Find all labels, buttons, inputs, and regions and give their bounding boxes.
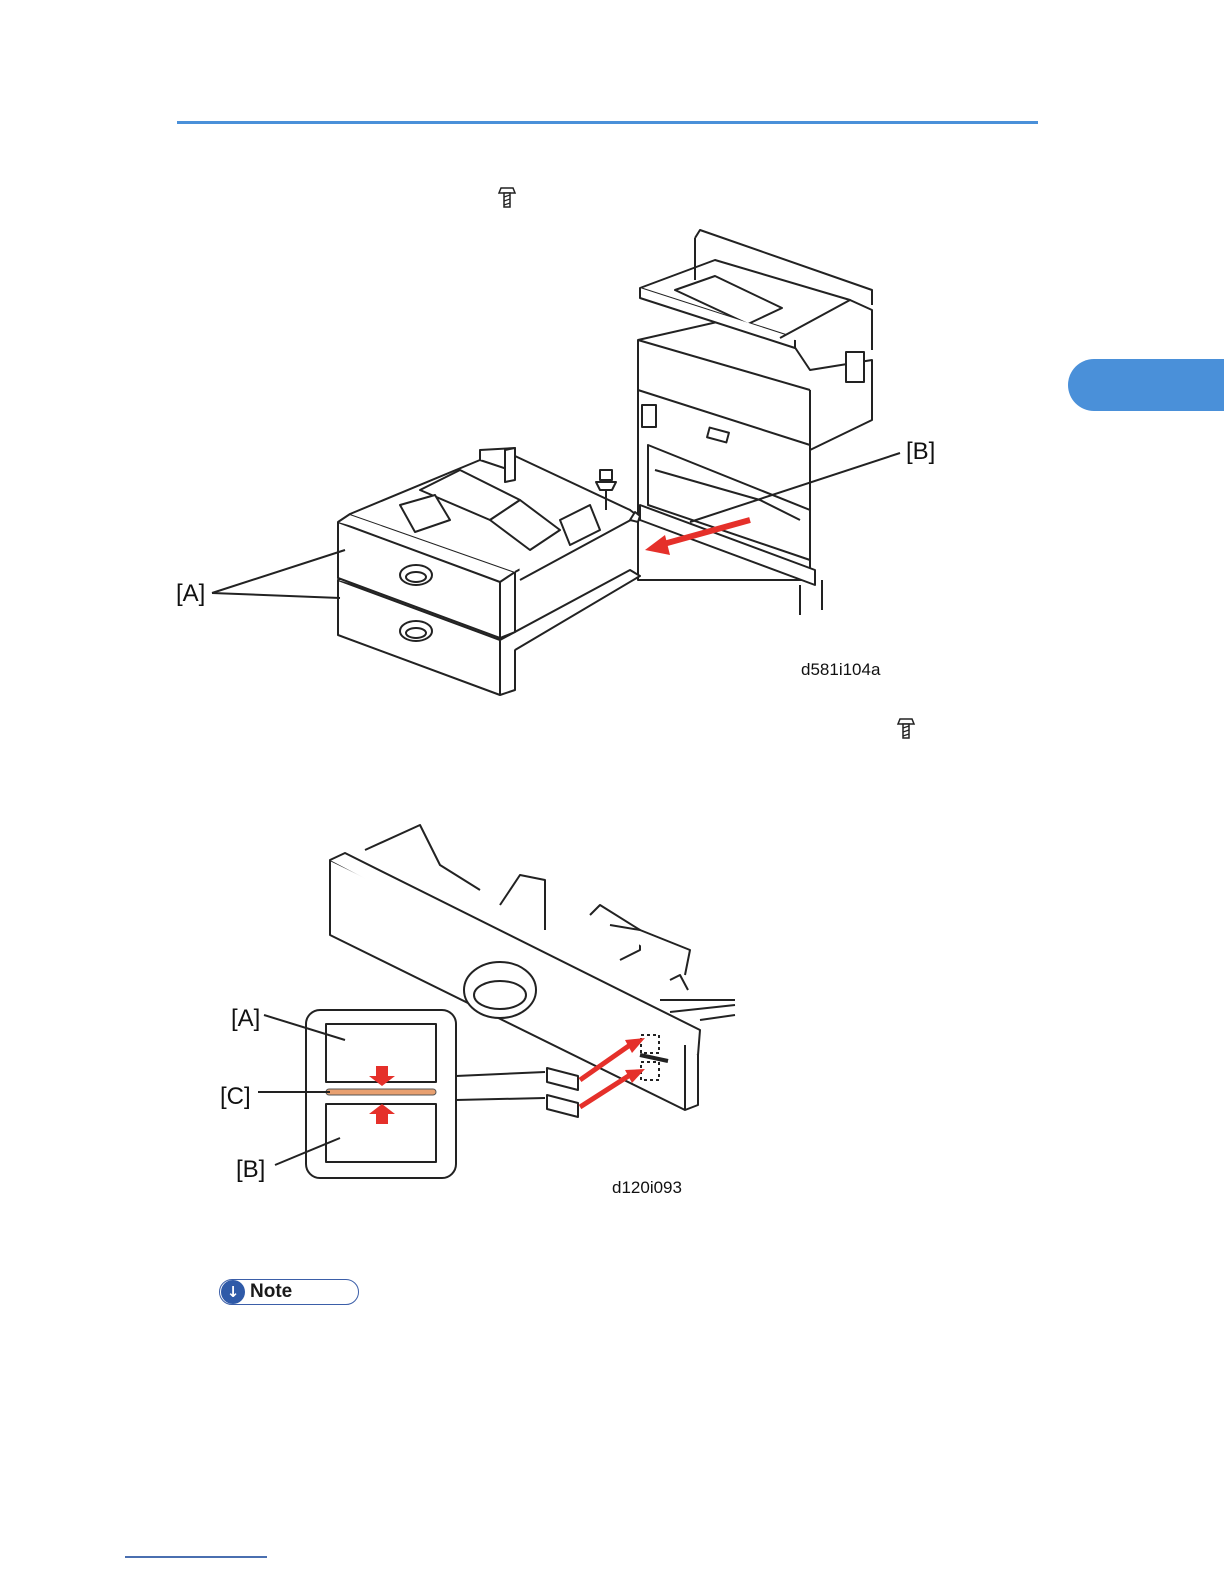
callout-label-a: [A] — [176, 580, 205, 608]
screw-icon — [896, 717, 916, 741]
tray-removal-illustration — [160, 220, 890, 700]
figure-code: d581i104a — [801, 660, 880, 680]
callout-label-b: [B] — [236, 1156, 265, 1184]
callout-label-a: [A] — [231, 1005, 260, 1033]
leader-line-a1 — [212, 550, 345, 593]
footer-rule — [125, 1556, 267, 1558]
screw-icon — [497, 186, 517, 210]
tape-attachment-illustration — [200, 820, 740, 1190]
callout-label-c: [C] — [220, 1083, 251, 1111]
callout-label-b: [B] — [906, 438, 935, 466]
chapter-tab[interactable] — [1068, 359, 1224, 411]
note-label: Note — [250, 1281, 292, 1303]
leader-line-a2 — [212, 593, 340, 598]
down-arrow-icon: ↓ — [221, 1280, 245, 1304]
figure-code: d120i093 — [612, 1178, 682, 1198]
header-rule — [177, 121, 1038, 124]
note-badge: ↓ Note — [219, 1279, 359, 1305]
